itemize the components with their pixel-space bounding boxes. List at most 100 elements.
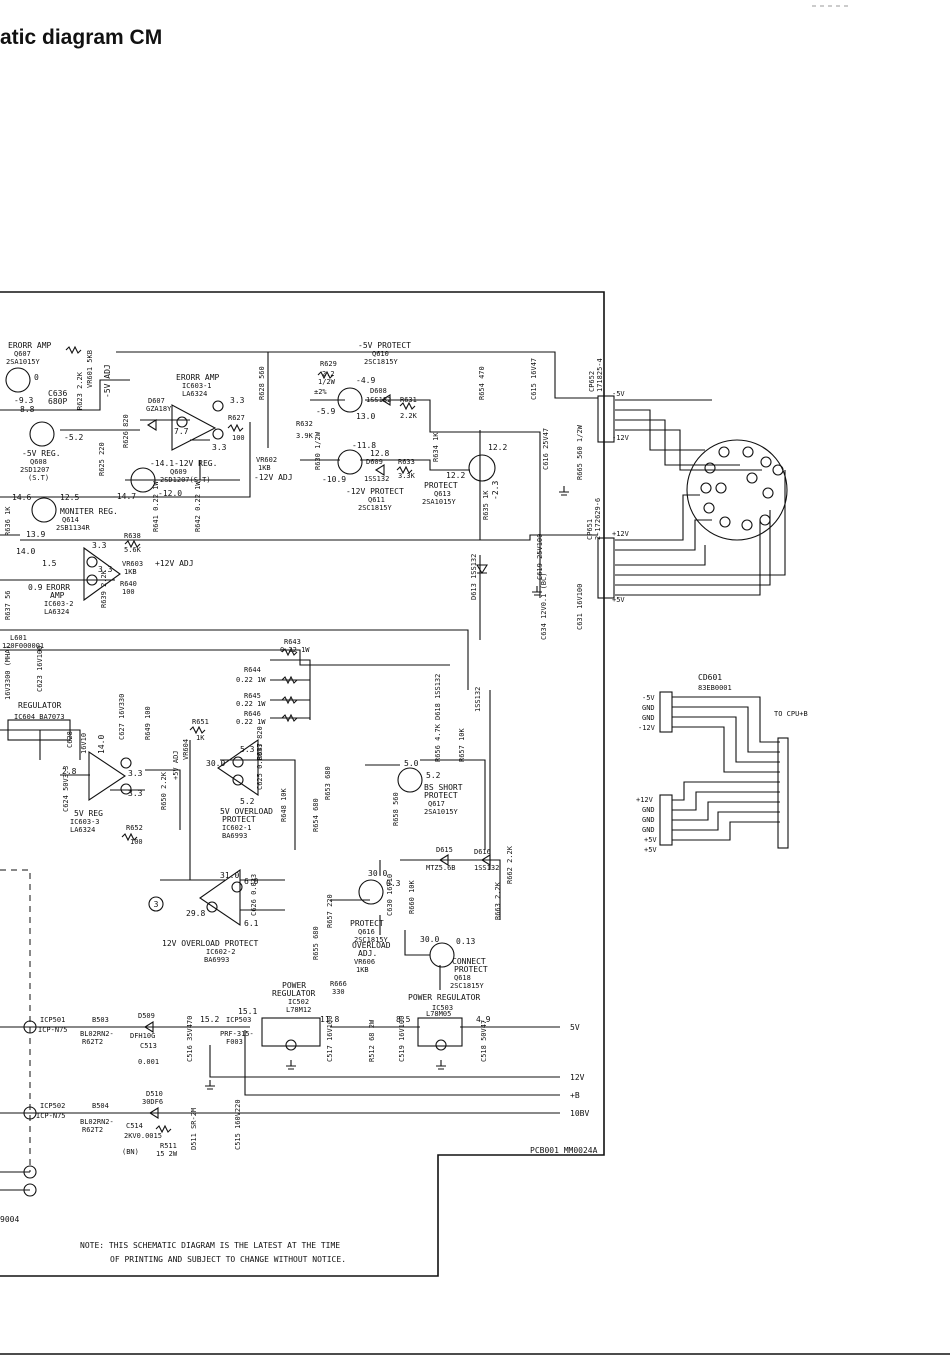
label-protect-q613: PROTECT [424, 481, 458, 490]
wire-d615 [400, 859, 501, 920]
label-cp651-12v: +12V [612, 530, 630, 538]
label-reg-5v: -5V REG. [22, 449, 61, 458]
label-power-reg-b: POWER REGULATOR [408, 993, 480, 1002]
label-v-2-8: 2.8 [62, 767, 77, 776]
label-c616: C616 25V47 [542, 428, 550, 470]
r646-resistor [281, 713, 298, 723]
label-v-15-2: 15.2 [200, 1015, 219, 1024]
label-cn-left-p5b: +5V [644, 846, 657, 854]
label-r666: R666 [330, 980, 347, 988]
din-pin-5 [719, 516, 731, 528]
label-v-0-3a: 0.3 [386, 879, 401, 888]
label-protect-q616: PROTECT [350, 919, 384, 928]
label-ic602-1: IC602-1 [222, 824, 252, 832]
ground-symbol [559, 486, 569, 496]
label-r638: R638 [124, 532, 141, 540]
label-cap-16v3300: 16V3300 (MHA) [4, 645, 12, 700]
label-v-14-0b: 14.0 [97, 735, 106, 754]
label-r658: R658 560 [392, 792, 400, 826]
ic603-3-opamp [88, 750, 126, 802]
label-v-5-9: -5.9 [316, 407, 335, 416]
r633-resistor [396, 465, 413, 475]
label-c623: C623 16V100 [36, 646, 44, 692]
label-icp501-part: ICP-N75 [38, 1026, 68, 1034]
r511-resistor [155, 1124, 172, 1134]
label-r644: R644 [244, 666, 261, 674]
left-code: 9004 [0, 1215, 19, 1224]
wire-q610 [310, 399, 541, 598]
cp651-strip [597, 537, 615, 599]
q617-transistor [397, 767, 423, 793]
din-pin-7 [741, 519, 753, 531]
label-l601-part: 120F000001 [2, 642, 44, 650]
label-r633-val: 3.3K [398, 472, 416, 480]
label-protect-q617: PROTECT [424, 791, 458, 800]
label-d613: D613 1SS132 [470, 554, 478, 600]
label-v-5-2a: -5.2 [64, 433, 83, 442]
note-line-1: NOTE: THIS SCHEMATIC DIAGRAM IS THE LATE… [80, 1241, 340, 1250]
label-v-30-0c: 30.0 [420, 935, 439, 944]
label-v-0-13: 0.13 [456, 937, 475, 946]
label-d511: D511 SR-2M [190, 1108, 198, 1150]
label-c615: C615 16V47 [530, 358, 538, 400]
label-v-8-5: 8.5 [396, 1015, 411, 1024]
label-overload-5v: 5V OVERLOAD [220, 807, 273, 816]
label-v-12-0: -12.0 [158, 489, 182, 498]
label-protect-5v: -5V PROTECT [358, 341, 411, 350]
label-v-14-7: -14.7 [112, 492, 136, 501]
label-c627: C627 16V330 [118, 694, 126, 740]
label-icp503-part2: F003 [226, 1038, 243, 1046]
label-overload-adj: OVERLOAD [352, 941, 391, 950]
label-r625: R625 220 [98, 442, 106, 476]
label-r629: R629 [320, 360, 337, 368]
din-pin-3 [703, 502, 715, 514]
label-out-10bv: 10BV [570, 1109, 589, 1118]
label-regulator: REGULATOR [18, 701, 62, 710]
ic503-pin2 [435, 1039, 447, 1051]
pin-8-bubble [231, 881, 243, 893]
label-c628: C628 [66, 731, 74, 748]
label-cp652-part: 171825-4 [596, 358, 604, 392]
label-d617: 1SS132 [474, 687, 482, 712]
label-cn-left-12v: -12V [638, 724, 656, 732]
cp652-strip [597, 395, 615, 443]
label-c631: C631 16V100 [576, 584, 584, 630]
marker-3: 3 [154, 900, 159, 909]
label-d618: D618 1SS132 [434, 674, 442, 720]
label-ic503: IC503 [432, 1004, 453, 1012]
ground-symbol [532, 586, 542, 596]
label-ic502: IC502 [288, 998, 309, 1006]
pin-10-bubble [23, 1165, 37, 1179]
label-r656: R656 4.7K [434, 723, 442, 762]
label-v-3-3b: 3.3 [212, 443, 227, 452]
wire-r643-646 [270, 659, 311, 720]
wire-5v-rail [0, 379, 130, 411]
label-vr606: VR606 [354, 958, 375, 966]
label-c634: C634 12V0.1 (BC) [540, 573, 548, 640]
r631-resistor [399, 401, 416, 411]
label-cn-left-gnd4: GND [642, 816, 655, 824]
ic502-pin2 [285, 1039, 297, 1051]
d615-diode [438, 854, 449, 866]
label-b503-part: BL02RN2- [80, 1030, 114, 1038]
wire-protect-bus [365, 690, 491, 870]
label-v-30-0: 30.0 [206, 759, 225, 768]
label-protect-q618: PROTECT [454, 965, 488, 974]
label-r629-w: 1/2W [318, 378, 336, 386]
label-ic602-2: IC602-2 [206, 948, 236, 956]
label-mtz: MTZ5.6B [426, 864, 456, 872]
label-v-29-8: 29.8 [186, 909, 205, 918]
label-q610-part: 2SC1815Y [364, 358, 399, 366]
label-r628: R628 560 [258, 366, 266, 400]
label-b503-part2: R62T2 [82, 1038, 103, 1046]
d609-diode [374, 464, 385, 476]
ic602-1-opamp [217, 738, 259, 797]
label-d608: D608 [370, 387, 387, 395]
label-b503: B503 [92, 1016, 109, 1024]
label-d607-part: GZA18Y [146, 405, 172, 413]
wire-cd601-bundle [672, 696, 780, 841]
label-r627-val: 100 [232, 434, 245, 442]
wire-cp652-bundle [615, 399, 762, 471]
d510-diode [148, 1107, 159, 1119]
label-r646: R646 [244, 710, 261, 718]
